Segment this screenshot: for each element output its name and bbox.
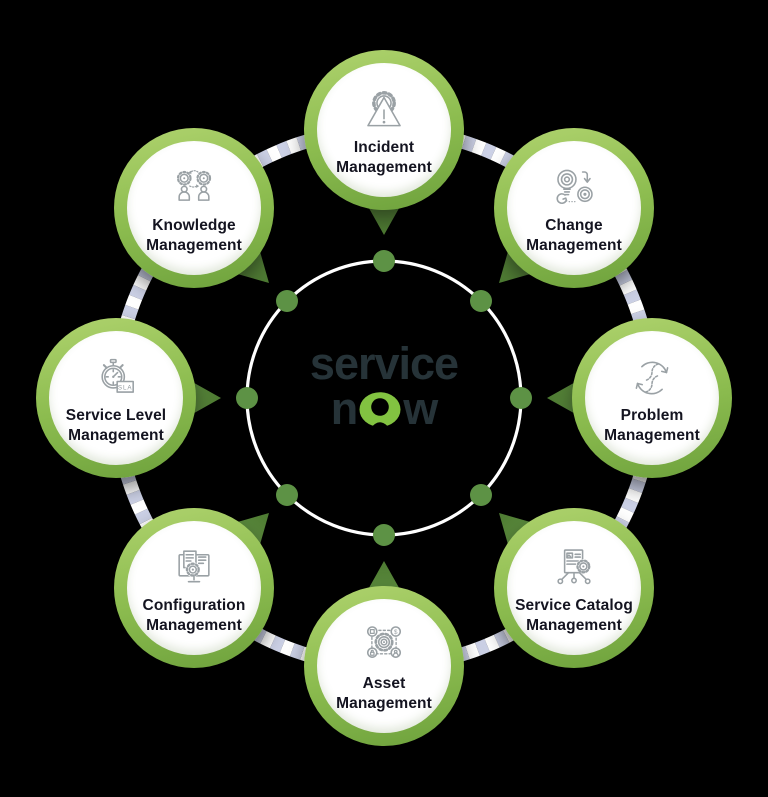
node-label-line2: Management [526, 617, 622, 634]
center-dot-se [470, 484, 492, 506]
node-label-line1: Service Level [65, 406, 167, 424]
bulb-transform-icon [556, 169, 593, 204]
node-incident-inner: Incident Management [317, 63, 451, 197]
node-label-line2: Management [336, 695, 432, 712]
sla-stopwatch-icon: SLA [101, 358, 134, 393]
center-dot-nw [276, 290, 298, 312]
node-label-line1: Incident [353, 138, 415, 156]
node-label: Configuration Management [143, 596, 246, 637]
logo-word-service: service [309, 338, 459, 389]
logo-word-now: n w [0, 386, 768, 431]
center-dot-n [373, 250, 395, 272]
node-label: Asset Management [336, 674, 432, 715]
sla-text: SLA [118, 384, 133, 391]
node-problem-management: Problem Management [572, 318, 732, 478]
node-label: Incident Management [336, 138, 432, 179]
logo-letter-w: w [403, 383, 438, 434]
center-dots [236, 250, 532, 546]
asset-hub-icon: $ [366, 625, 402, 658]
node-label-line1: Asset [362, 674, 406, 692]
node-knowledge-management: Knowledge Management [114, 128, 274, 288]
logo-letter-n: n [330, 383, 358, 434]
node-label-line1: Knowledge [152, 216, 236, 234]
center-dot-ne [470, 290, 492, 312]
node-service-level-management: SLA Service Level Management [36, 318, 196, 478]
node-label: Change Management [526, 216, 622, 257]
node-label: Problem Management [604, 406, 700, 447]
node-service-level-inner: SLA Service Level Management [49, 331, 183, 465]
center-dot-e [510, 387, 532, 409]
cycle-arrows-gear-icon [635, 361, 669, 394]
node-label: Knowledge Management [146, 216, 242, 257]
node-label-line2: Management [604, 427, 700, 444]
node-label-line2: Management [336, 159, 432, 176]
node-asset-inner: $ Asset Management [317, 599, 451, 733]
node-change-inner: Change Management [507, 141, 641, 275]
node-label-line2: Management [526, 237, 622, 254]
node-incident-management: Incident Management [304, 50, 464, 210]
node-asset-management: $ Asset Management [304, 586, 464, 746]
node-change-management: Change Management [494, 128, 654, 288]
catalog-board-network-icon [557, 548, 591, 584]
alert-gear-icon [367, 90, 401, 126]
node-configuration-inner: Configuration Management [127, 521, 261, 655]
monitor-gear-doc-icon [178, 549, 210, 582]
center-dot-sw [276, 484, 298, 506]
node-knowledge-inner: Knowledge Management [127, 141, 261, 275]
node-label-line2: Management [68, 427, 164, 444]
node-configuration-management: Configuration Management [114, 508, 274, 668]
center-dot-w [236, 387, 258, 409]
node-problem-inner: Problem Management [585, 331, 719, 465]
node-label-line1: Service Catalog [515, 596, 633, 614]
node-label: Service Catalog Management [515, 596, 633, 637]
node-label: Service Level Management [66, 406, 166, 447]
servicenow-o-icon [359, 392, 401, 429]
node-label-line1: Problem [620, 406, 684, 424]
center-dot-s [373, 524, 395, 546]
node-label-line1: Configuration [142, 596, 246, 614]
asset-dollar-glyph: $ [394, 628, 398, 635]
people-gears-exchange-icon [176, 169, 212, 201]
node-label-line2: Management [146, 617, 242, 634]
node-label-line2: Management [146, 237, 242, 254]
servicenow-logo: service n w [0, 341, 768, 431]
node-service-catalog-management: Service Catalog Management [494, 508, 654, 668]
node-label-line1: Change [545, 216, 603, 234]
node-service-catalog-inner: Service Catalog Management [507, 521, 641, 655]
